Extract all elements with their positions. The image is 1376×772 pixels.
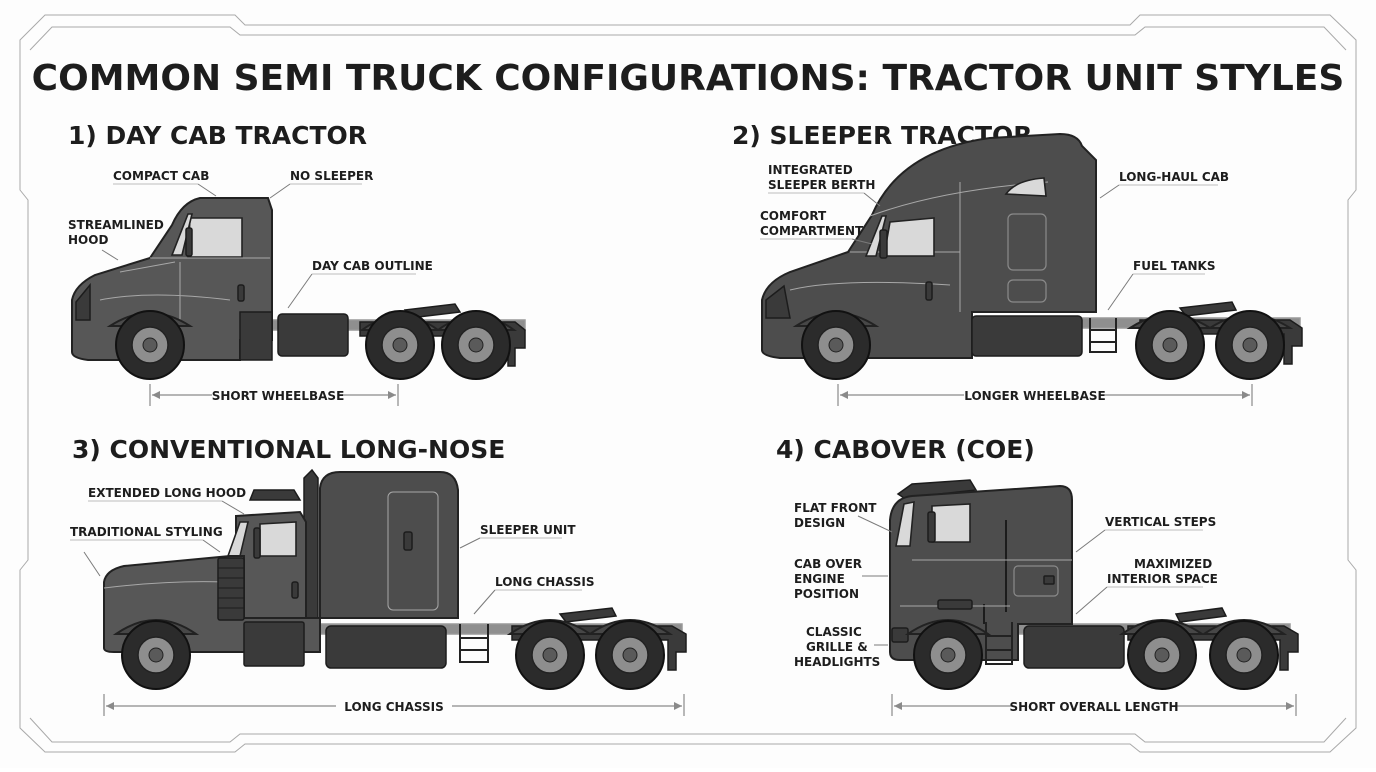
- diagram-title: COMMON SEMI TRUCK CONFIGURATIONS: TRACTO…: [32, 58, 1345, 99]
- dimension-label-longer-wheelbase: LONGER WHEELBASE: [964, 389, 1106, 403]
- truck-long-nose-illustration: [103, 468, 687, 690]
- label-traditional-styling: TRADITIONAL STYLING: [70, 525, 223, 539]
- label-sleeper-unit: SLEEPER UNIT: [480, 523, 576, 537]
- label-maximized-1: MAXIMIZED: [1134, 557, 1212, 571]
- truck-sleeper-illustration: [761, 132, 1303, 380]
- dimension-label-short-overall-length: SHORT OVERALL LENGTH: [1009, 700, 1178, 714]
- decorative-frame: [19, 14, 1357, 753]
- label-no-sleeper: NO SLEEPER: [290, 169, 373, 183]
- heading-cabover: 4) CABOVER (COE): [776, 435, 1035, 464]
- label-integrated-1: INTEGRATED: [768, 163, 853, 177]
- truck-day-cab-illustration: [71, 197, 526, 380]
- label-long-chassis: LONG CHASSIS: [495, 575, 594, 589]
- dimension-long-chassis: LONG CHASSIS: [103, 694, 685, 716]
- label-flat-front-2: DESIGN: [794, 516, 845, 530]
- label-comfort-1: COMFORT: [760, 209, 827, 223]
- label-integrated-2: SLEEPER BERTH: [768, 178, 875, 192]
- label-classic-2: GRILLE &: [806, 640, 868, 654]
- label-extended-long-hood: EXTENDED LONG HOOD: [88, 486, 246, 500]
- label-compact-cab: COMPACT CAB: [113, 169, 209, 183]
- heading-long-nose: 3) CONVENTIONAL LONG-NOSE: [72, 435, 505, 464]
- label-maximized-2: INTERIOR SPACE: [1107, 572, 1218, 586]
- label-flat-front-1: FLAT FRONT: [794, 501, 877, 515]
- dimension-label-long-chassis: LONG CHASSIS: [344, 700, 443, 714]
- label-classic-3: HEADLIGHTS: [794, 655, 880, 669]
- dimension-short-wheelbase: SHORT WHEELBASE: [149, 384, 399, 406]
- label-long-haul-cab: LONG-HAUL CAB: [1119, 170, 1229, 184]
- label-cab-over-1: CAB OVER: [794, 557, 862, 571]
- dimension-longer-wheelbase: LONGER WHEELBASE: [837, 384, 1253, 406]
- label-fuel-tanks: FUEL TANKS: [1133, 259, 1216, 273]
- truck-cabover-illustration: [889, 479, 1299, 690]
- label-cab-over-3: POSITION: [794, 587, 859, 601]
- label-streamlined-hood-2: HOOD: [68, 233, 108, 247]
- label-cab-over-2: ENGINE: [794, 572, 845, 586]
- label-day-cab-outline: DAY CAB OUTLINE: [312, 259, 433, 273]
- label-classic-1: CLASSIC: [806, 625, 862, 639]
- label-streamlined-hood-1: STREAMLINED: [68, 218, 164, 232]
- dimension-label-short-wheelbase: SHORT WHEELBASE: [212, 389, 345, 403]
- dimension-short-overall-length: SHORT OVERALL LENGTH: [891, 694, 1297, 716]
- heading-day-cab: 1) DAY CAB TRACTOR: [68, 121, 367, 150]
- label-vertical-steps: VERTICAL STEPS: [1105, 515, 1216, 529]
- label-comfort-2: COMPARTMENT: [760, 224, 864, 238]
